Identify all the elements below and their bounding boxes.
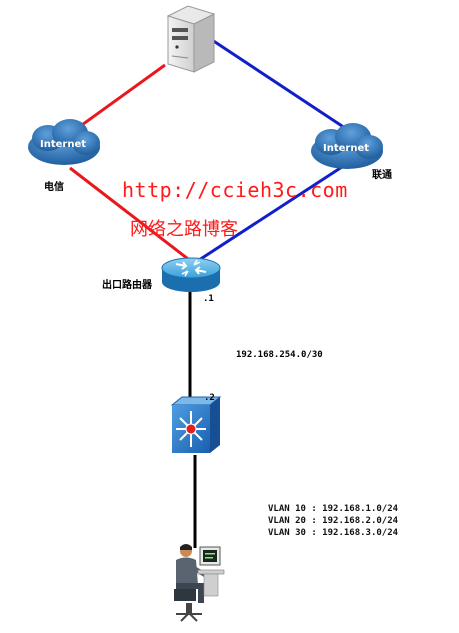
isp-unicom-label: 联通 [372, 170, 392, 181]
link-telecom-router [69, 166, 193, 264]
link-server-unicom [211, 38, 346, 130]
server-icon [166, 5, 216, 73]
cloud-left-text: Internet [40, 139, 87, 150]
router-icon [161, 257, 221, 292]
isp-telecom-label: 电信 [44, 182, 64, 193]
vlan-item: VLAN 20 : 192.168.2.0/24 [268, 516, 399, 526]
link-unicom-router [195, 163, 346, 264]
switch-icon [170, 396, 222, 453]
internet-cloud-right-icon [311, 123, 383, 169]
cloud-right-text: Internet [323, 143, 370, 154]
switch-port-label: .2 [204, 393, 215, 403]
router-port-label: .1 [203, 294, 214, 304]
pc-user-icon [174, 544, 225, 622]
vlan-item: VLAN 30 : 192.168.3.0/24 [268, 528, 399, 538]
router-label: 出口路由器 [102, 280, 152, 291]
watermark-url: http://ccieh3c.com [122, 178, 348, 202]
link-server-telecom [67, 63, 166, 137]
link-subnet-label: 192.168.254.0/30 [236, 350, 323, 360]
vlan-item: VLAN 10 : 192.168.1.0/24 [268, 504, 399, 514]
watermark-blog: 网络之路博客 [130, 219, 238, 240]
internet-cloud-left-icon [28, 119, 100, 165]
